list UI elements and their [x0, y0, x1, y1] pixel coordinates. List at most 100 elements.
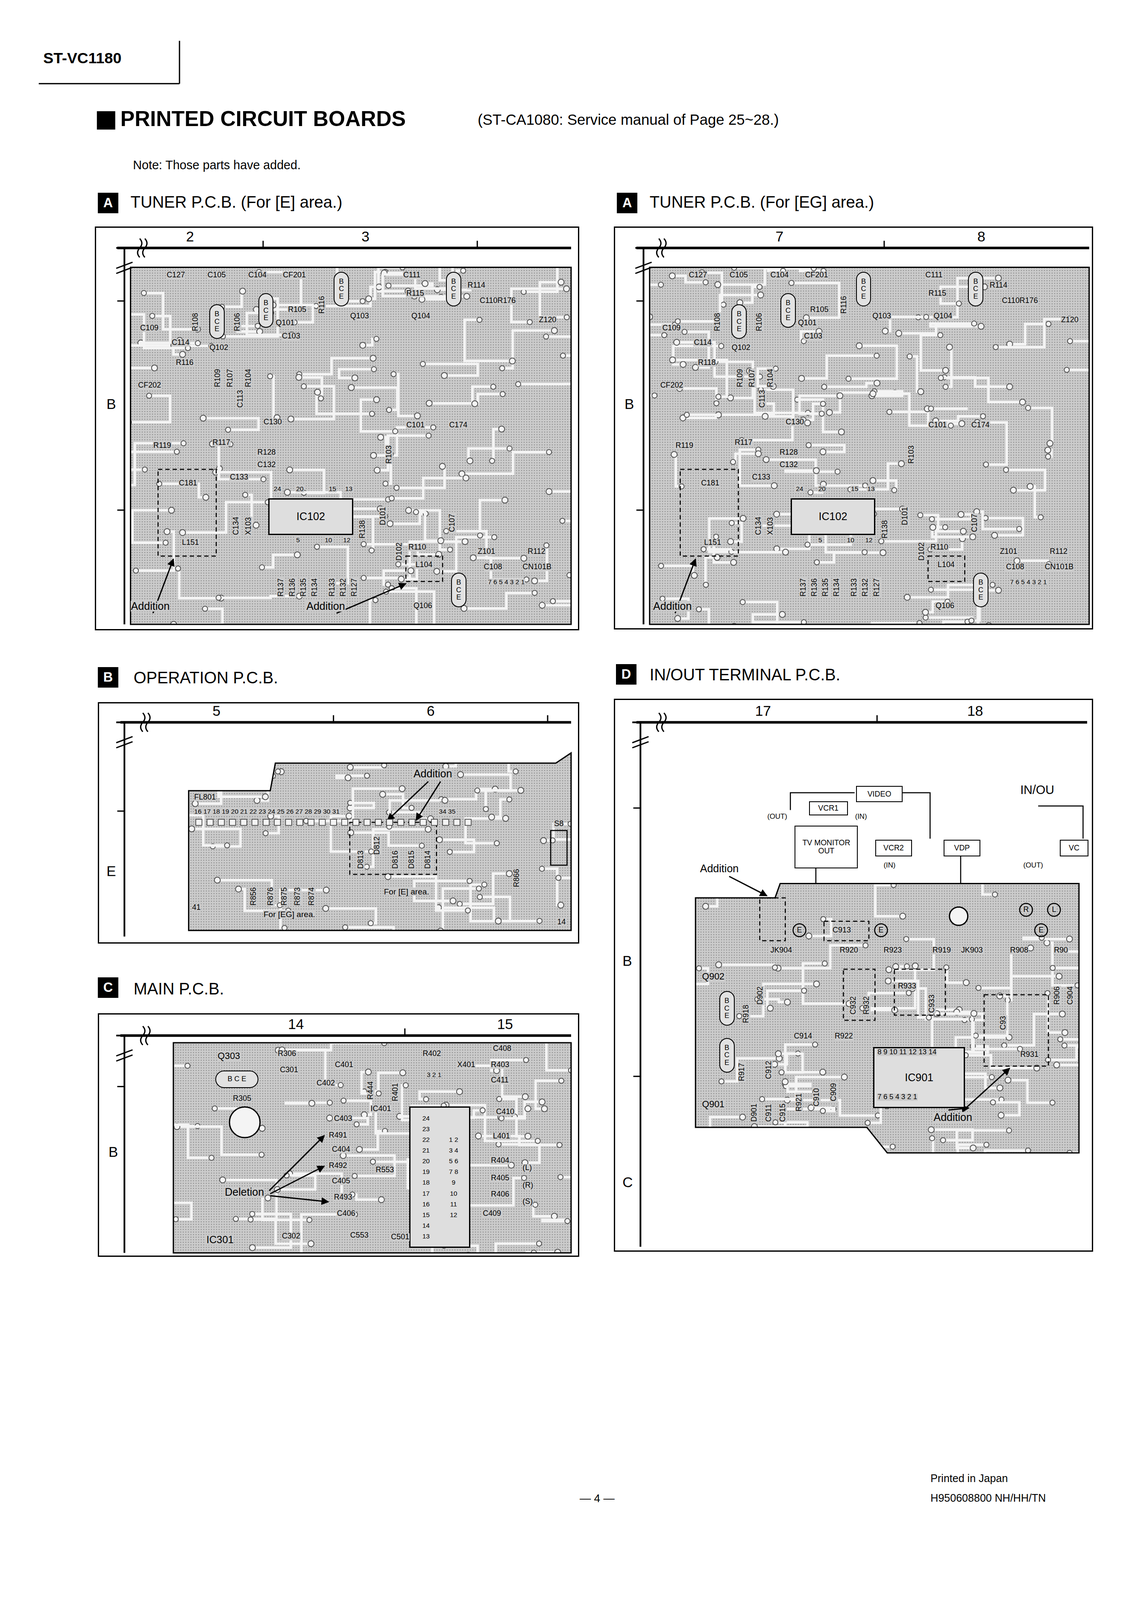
solder-pad: [899, 912, 906, 919]
solder-pad: [873, 379, 880, 386]
copper-trace: [361, 1071, 379, 1093]
printed-label: R136: [810, 577, 819, 597]
copper-trace: [350, 765, 385, 768]
copper-trace: [128, 395, 171, 423]
copper-trace: [935, 416, 984, 421]
transistor-outline: B C E: [731, 304, 747, 339]
solder-pad: [973, 1032, 979, 1038]
printed-label: C181: [178, 479, 198, 487]
solder-pad: [812, 1041, 818, 1047]
solder-pad: [389, 495, 395, 501]
solder-pad: [235, 885, 242, 892]
copper-trace: [932, 527, 974, 537]
copper-trace: [252, 1213, 291, 1248]
pin-letters: B C E: [977, 578, 985, 602]
pin-letters: B C E: [859, 277, 868, 301]
solder-pad: [929, 516, 935, 522]
copper-trace: [1068, 1152, 1106, 1179]
pcb-board: [181, 733, 601, 964]
break-mark: [116, 1049, 133, 1056]
solder-pad: [912, 642, 918, 649]
printed-label: 15: [328, 485, 337, 493]
printed-label: B: [624, 396, 635, 411]
solder-pad: [996, 992, 1003, 999]
printed-label: 12: [342, 536, 351, 544]
solder-pad: [928, 405, 934, 411]
bracket-wire: [901, 792, 930, 839]
solder-pad: [259, 564, 265, 570]
copper-trace: [866, 622, 920, 663]
printed-label: R876: [266, 886, 275, 906]
printed-label: R116: [318, 295, 326, 314]
solder-pad: [729, 520, 735, 526]
grid-ruler: [636, 246, 1090, 250]
display-pad: [431, 818, 438, 825]
jack-mark: [1047, 903, 1061, 916]
copper-trace: [463, 1065, 526, 1097]
solder-pad: [862, 482, 868, 488]
printed-label: R114: [989, 281, 1008, 290]
solder-pad: [772, 964, 778, 970]
printed-label: R406: [490, 1190, 510, 1198]
printed-label: Addition: [130, 600, 171, 612]
printed-label: C133: [751, 473, 772, 481]
solder-pad: [393, 485, 399, 491]
copper-trace: [757, 998, 788, 1002]
solder-pad: [820, 1108, 826, 1114]
copper-trace: [868, 992, 910, 1010]
copper-trace: [672, 275, 706, 283]
solder-pad: [412, 1129, 419, 1136]
printed-label: R117: [734, 438, 753, 447]
solder-pad: [338, 957, 345, 964]
solder-pad: [674, 615, 681, 622]
solder-pad: [248, 1216, 254, 1222]
board-panel: TUNER P.C.B. (For [E] area.)B C EB C EB …: [94, 226, 580, 631]
solder-pad: [696, 606, 702, 612]
solder-pad: [376, 1090, 382, 1096]
solder-pad: [186, 779, 192, 785]
solder-pad: [947, 1163, 954, 1170]
printed-label: Addition: [932, 1111, 973, 1123]
display-pad: [218, 818, 225, 825]
solder-pad: [495, 1284, 502, 1291]
printed-label: C410: [495, 1107, 515, 1116]
solder-pad: [543, 542, 549, 548]
solder-pad: [609, 298, 616, 305]
printed-label: 24: [273, 485, 282, 493]
solder-pad: [713, 400, 719, 406]
bracket-wire: [960, 854, 962, 884]
solder-pad: [782, 548, 789, 555]
solder-pad: [703, 279, 709, 285]
printed-label: R112: [1049, 547, 1068, 556]
solder-pad: [322, 905, 329, 912]
printed-label: C104: [247, 271, 267, 279]
solder-pad: [441, 1137, 447, 1144]
pcb-ground: [695, 882, 1080, 1153]
solder-pad: [841, 1073, 848, 1080]
grid-ruler: [636, 720, 1088, 724]
copper-trace: [705, 557, 717, 585]
printed-label: C113: [236, 389, 245, 408]
copper-trace: [422, 270, 464, 300]
solder-pad: [466, 877, 473, 883]
copper-trace: [1017, 560, 1050, 564]
solder-pad: [1046, 561, 1052, 567]
solder-pad: [926, 1014, 932, 1020]
solder-pad: [174, 448, 180, 455]
solder-pad: [476, 316, 482, 323]
copper-trace: [446, 530, 525, 559]
phono-jack: [949, 906, 968, 925]
section-letter: A: [103, 195, 113, 211]
solder-pad: [885, 966, 892, 973]
copper-trace: [791, 282, 840, 318]
solder-pad: [771, 482, 778, 489]
copper-trace: [440, 888, 479, 931]
copper-trace: [862, 965, 916, 1008]
copper-trace: [1070, 308, 1132, 341]
solder-pad: [890, 1143, 896, 1149]
jack-box: VCR1: [809, 800, 848, 816]
solder-pad: [475, 1132, 482, 1139]
copper-trace: [542, 868, 561, 905]
solder-pad: [476, 885, 482, 891]
solder-pad: [980, 871, 987, 878]
